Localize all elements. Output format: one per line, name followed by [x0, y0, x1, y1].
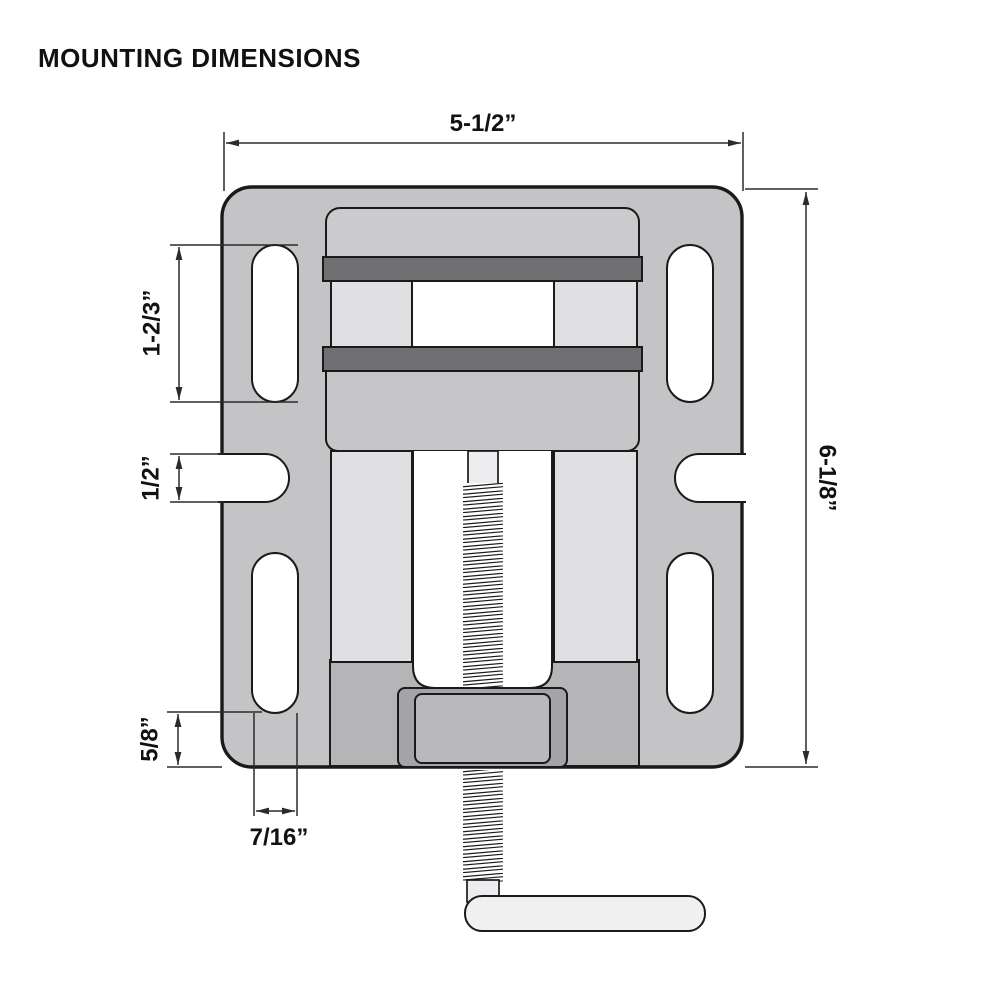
side-notch-left [218, 453, 290, 503]
jaw-face-top [322, 256, 643, 282]
lead-screw-shaft-top [467, 450, 499, 488]
dimension-overall-width: 5-1/2” [223, 110, 744, 191]
mounting-slot-upper-right [666, 244, 714, 403]
page-title: MOUNTING DIMENSIONS [38, 43, 361, 73]
dimension-side-notch: 1/2” [138, 453, 223, 503]
dimension-slot-bottom-offset: 5/8” [137, 711, 262, 768]
dimension-overall-height: 6-1/8” [745, 188, 841, 768]
dimension-overall-width-label: 5-1/2” [450, 110, 517, 137]
jaw-face-bottom [322, 346, 643, 372]
dimension-slot-width-label: 7/16” [250, 824, 309, 851]
slide-rail-upper-left [330, 280, 413, 348]
slide-rail-lower-left [330, 450, 413, 663]
slide-rail-lower-right [553, 450, 638, 663]
lead-screw-threads-lower [463, 770, 503, 882]
clamp-handle [464, 895, 706, 932]
mounting-slot-lower-right [666, 552, 714, 714]
nut-housing-inner [414, 693, 551, 764]
side-notch-right [674, 453, 746, 503]
dimension-side-notch-label: 1/2” [138, 455, 165, 500]
dimension-slot-width: 7/16” [250, 713, 309, 851]
dimension-overall-height-label: 6-1/8” [814, 445, 841, 512]
slide-rail-upper-right [553, 280, 638, 348]
dimension-slot-length: 1-2/3” [139, 244, 298, 403]
dimension-slot-bottom-offset-label: 5/8” [137, 716, 164, 761]
mounting-slot-upper-left [251, 244, 299, 403]
dimension-slot-length-label: 1-2/3” [139, 290, 166, 357]
lead-screw-threads-upper [463, 483, 503, 695]
mounting-slot-lower-left [251, 552, 299, 714]
